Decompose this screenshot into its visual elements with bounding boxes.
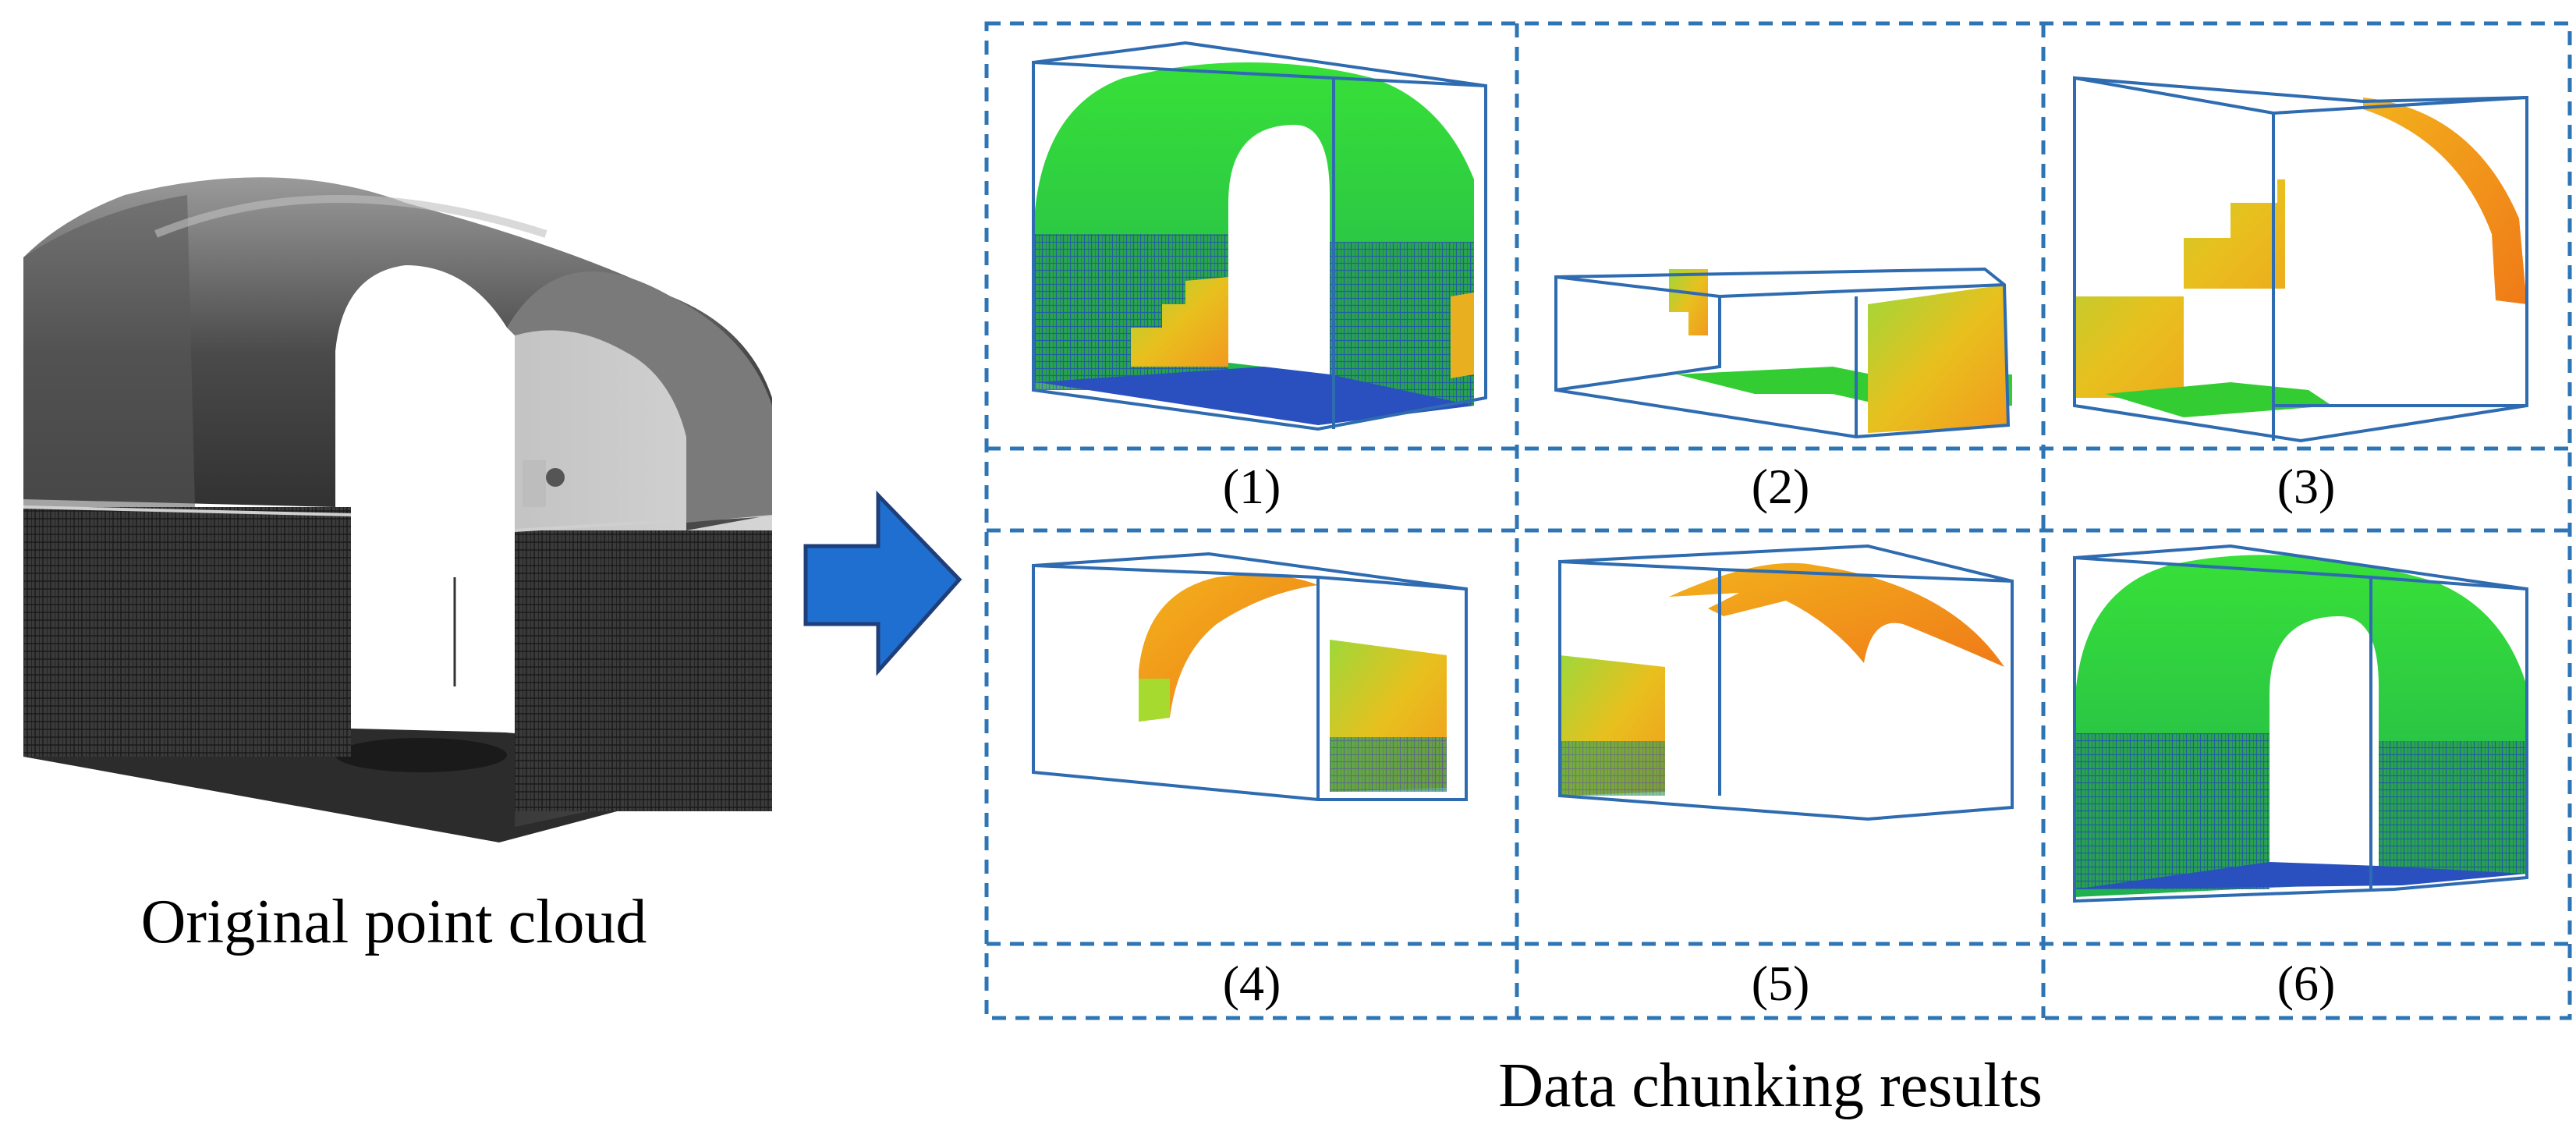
panel-label-2: (2) <box>1752 459 1810 514</box>
panel-label-3: (3) <box>2277 459 2336 514</box>
panel-label-1: (1) <box>1223 459 1281 514</box>
panel-label-6: (6) <box>2277 956 2336 1011</box>
left-caption: Original point cloud <box>141 888 647 956</box>
original-point-cloud-image <box>23 177 773 842</box>
panel-grid-frame <box>984 21 2572 1020</box>
panel-5-image <box>1558 544 2014 821</box>
panel-1-image <box>1032 41 1487 431</box>
arrow-right-icon <box>803 490 962 676</box>
panel-label-4: (4) <box>1223 956 1281 1011</box>
panel-label-5: (5) <box>1752 956 1810 1011</box>
panel-6-image <box>2073 544 2528 903</box>
right-caption: Data chunking results <box>1498 1052 2043 1120</box>
panel-3-image <box>2073 76 2528 443</box>
panel-4-image <box>1032 552 1468 801</box>
panel-2-image <box>1554 267 2012 439</box>
